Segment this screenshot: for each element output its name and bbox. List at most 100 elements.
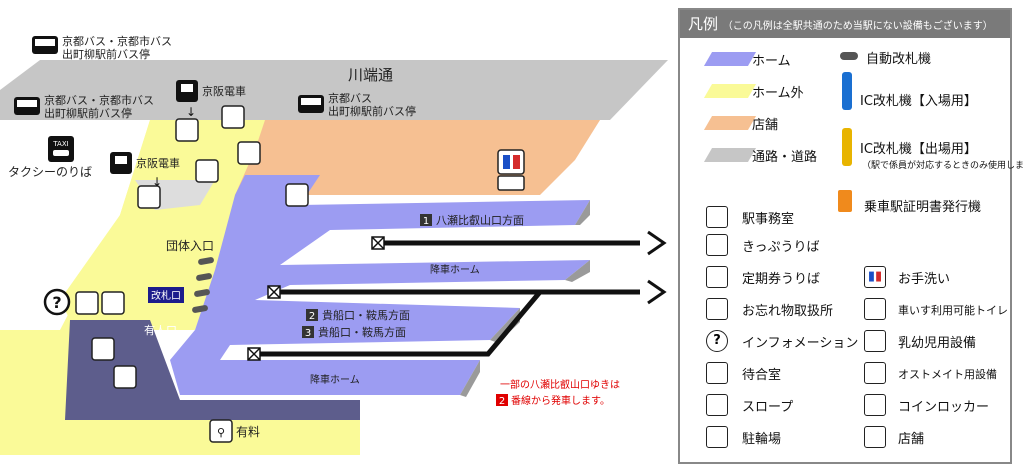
bicycle-icon	[706, 426, 728, 448]
bus-stop-2: 京都バス・京都市バス 出町柳駅前バス停	[14, 93, 154, 120]
bus-stop-3-line1: 京都バス	[328, 91, 372, 105]
accessible-toilet-icon	[864, 298, 886, 320]
legend-ic-out-note: （駅で係員が対応するときのみ使用します）	[862, 161, 1024, 171]
legend-swatch-road	[703, 148, 757, 162]
legend-outside-home: ホーム外	[752, 86, 804, 101]
lost-found-icon	[75, 291, 99, 315]
locker-icon-2	[237, 141, 261, 165]
platform-shadow-3	[490, 308, 520, 343]
bus-stop-3-line2: 出町柳駅前バス停	[328, 104, 416, 118]
shop-icon	[195, 159, 219, 183]
auto-gates	[192, 257, 214, 313]
keihan-2-label: 京阪電車	[136, 156, 180, 170]
platform-1-label: 1 八瀬比叡山口方面	[420, 213, 524, 227]
ticket-office-icon	[706, 234, 728, 256]
locker-icon	[864, 394, 886, 416]
waiting-room-icon	[285, 183, 309, 207]
platform-2-text: 貴船口・鞍馬方面	[322, 308, 410, 322]
legend-tickets: きっぷうりば	[742, 240, 820, 255]
legend-pass: 定期券うりば	[742, 272, 821, 287]
keihan-1-label: 京阪電車	[202, 84, 246, 98]
legend-header: 凡例 （この凡例は全駅共通のため当駅にない設備もございます）	[680, 10, 1010, 38]
home-concourse	[170, 175, 590, 395]
platform-3-label: 3 貴船口・鞍馬方面	[302, 325, 406, 339]
legend-waiting: 待合室	[742, 368, 782, 383]
ticket-machine-icon	[175, 118, 199, 142]
group-entrance-label: 団体入口	[166, 239, 214, 253]
legend-certificate: 乗車駅証明書発行機	[864, 200, 982, 215]
legend-ic-in: IC改札機【入場用】	[860, 94, 977, 109]
escalator-icon	[137, 185, 161, 209]
taxi-stand: TAXI タクシーのりば	[8, 136, 92, 179]
pass-office-icon	[706, 266, 728, 288]
legend-ostomate: オストメイト用設備	[898, 368, 997, 381]
baby-facility-icon	[864, 330, 886, 352]
auto-gate-icon	[840, 52, 858, 60]
locker-icon	[221, 105, 245, 129]
ic-gate-in-icon	[842, 72, 852, 110]
slope-icon	[706, 394, 728, 416]
alight-platform-1: 降車ホーム	[430, 263, 480, 276]
accessible-facility-icon	[497, 175, 525, 191]
bicycle-glyph: ⚲	[217, 426, 225, 439]
down-arrow-icon: ↓	[186, 105, 196, 119]
waiting-room-icon	[706, 362, 728, 384]
restroom-icon	[497, 149, 525, 175]
platform-1-text: 八瀬比叡山口方面	[436, 213, 524, 227]
bus-stop-1-line1: 京都バス・京都市バス	[62, 34, 172, 48]
keihan-1: 京阪電車 ↓	[175, 80, 261, 165]
alight-platform-2: 降車ホーム	[310, 373, 360, 386]
bus-stop-3: 京都バス 出町柳駅前バス停	[298, 91, 416, 118]
platform-3-text: 貴船口・鞍馬方面	[318, 325, 406, 339]
platform-shadow-4	[460, 360, 480, 397]
platform-shadow-1	[575, 200, 590, 225]
station-office-icon	[706, 206, 728, 228]
legend-bicycle: 駐輪場	[742, 432, 782, 447]
notice-number-badge	[496, 394, 508, 406]
legend-office: 駅事務室	[742, 212, 795, 227]
bus-stop-1-line2: 出町柳駅前バス停	[62, 47, 150, 61]
information-icon: ?	[706, 330, 728, 352]
question-mark-glyph: ?	[52, 293, 61, 312]
legend-lost: お忘れ物取扱所	[742, 304, 834, 319]
info-cluster: ?	[43, 288, 137, 389]
taxi-label: タクシーのりば	[8, 165, 92, 179]
bus-stop-1: 京都バス・京都市バス 出町柳駅前バス停	[32, 34, 172, 61]
legend-store: 店舗	[898, 432, 925, 447]
manned-area	[65, 320, 360, 420]
legend-restroom: お手洗い	[898, 272, 951, 287]
notice-line1: 一部の八瀬比叡山口ゆきは	[500, 378, 620, 391]
track-1	[371, 230, 667, 256]
ticket-gate-label: 改札口	[151, 289, 181, 302]
platform-1-number: 1	[423, 216, 429, 227]
manned-gate-label: 有人口	[144, 323, 177, 337]
notice-line2: 番線から発車します。	[511, 394, 610, 407]
ic-gate-out-icon	[842, 128, 852, 166]
track-2-3	[247, 279, 667, 361]
ostomate-icon	[864, 362, 886, 384]
kawabata-street	[0, 60, 668, 120]
street-name: 川端通	[348, 66, 393, 84]
legend-locker: コインロッカー	[898, 400, 990, 415]
bicycle-icon	[209, 419, 233, 443]
bus-stop-2-line2: 出町柳駅前バス停	[44, 106, 132, 120]
lost-found-icon	[706, 298, 728, 320]
bicycle-paid-label: 有料	[236, 425, 260, 439]
legend-title-note: （この凡例は全駅共通のため当駅にない設備もございます）	[722, 21, 993, 32]
legend-swatch-home	[703, 52, 757, 66]
keihan-2: 京阪電車 ↓	[110, 152, 309, 209]
pass-office-icon	[101, 291, 125, 315]
legend-title: 凡例	[688, 15, 719, 33]
ticket-gate-badge	[148, 287, 184, 303]
legend-road: 通路・道路	[752, 150, 818, 165]
legend-accessible-toilet: 車いす利用可能トイレ	[898, 304, 1008, 317]
legend-baby: 乳幼児用設備	[898, 336, 977, 351]
down-arrow-icon: ↓	[152, 175, 162, 189]
legend-ic-out: IC改札機【出場用】	[860, 142, 977, 157]
legend-info: インフォメーション	[742, 336, 859, 351]
ticket-office-icon	[91, 337, 115, 361]
taxi-icon-text: TAXI	[52, 140, 68, 148]
information-icon	[43, 288, 71, 316]
legend-swatch-outside	[703, 84, 757, 98]
